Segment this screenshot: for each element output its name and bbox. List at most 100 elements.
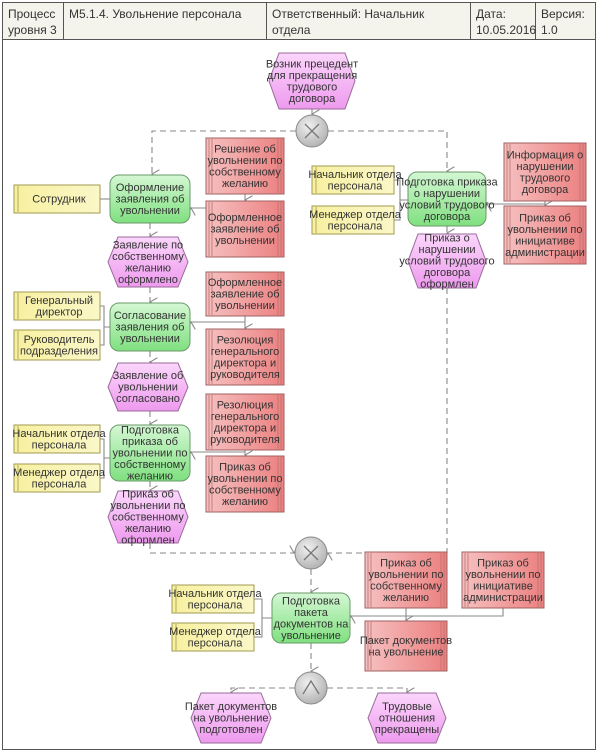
and-gateway-icon [294,671,328,705]
shape-label-line: Сотрудник [32,194,86,206]
shape-label-line: собственному [209,166,281,178]
shape-label-line: заявление об [210,289,279,301]
process-date: Дата: 10.05.2016 [471,3,536,39]
shape-label-line: увольнении по [113,448,188,460]
shape-label-line: увольнении по [111,500,186,512]
document-box [503,142,587,202]
shape-label-line: Начальник отдела [308,169,402,181]
shape-label-line: заявления об [116,322,185,334]
shape-label-line: желанию [125,523,171,535]
shape-label-line: приказа об [122,436,178,448]
shape-label-line: на увольнение [368,646,443,658]
shape-label-line: Приказ об [219,461,271,473]
shape-label-line: увольнении [120,333,180,345]
shape-label-line: собственному [209,484,281,496]
connector [328,288,448,553]
process-header: Процесс уровня 3 М5.1.4. Увольнение перс… [2,2,596,53]
shape-label-line: Пакет документов [185,701,277,713]
shape-label-line: договора [522,184,569,196]
event-hexagon [407,233,487,289]
shape-label-line: увольнении по [208,473,283,485]
shape-label-line: Приказ об [380,557,432,569]
shape-label-line: Оформленное [208,277,282,289]
shape-label-line: для прекращения [267,70,357,82]
shape-label-line: персонала [188,599,244,611]
shape-label-line: директор [36,306,83,318]
event-hexagon [107,362,189,412]
shape-label-line: Руководитель [24,334,95,346]
shape-label-line: отношения [379,713,435,725]
shape-label-line: трудового [287,81,337,93]
shape-label-line: прекращены [375,724,439,736]
shape-label-line: Решение об [214,143,276,155]
shape-label-line: инициативе [515,235,575,247]
document-box [461,551,545,609]
shape-label-line: трудового [520,172,570,184]
shape-label-line: Оформленное [208,212,282,224]
gateway-g1[interactable] [295,114,329,148]
role-r1[interactable]: Сотрудник [13,184,101,214]
document-box [503,205,587,265]
gateway-g3[interactable] [294,671,328,705]
shape-label-line: Подготовка [282,595,341,607]
shape-label-line: генерального [211,411,280,423]
shape-label-line: Возник прецедент [266,58,358,70]
role-box [311,165,395,195]
shape-label-line: Оформление [116,182,184,194]
shape-label-line: Подготовка приказа [396,176,498,188]
role-box [13,424,101,454]
shape-label-line: Заявление по [113,239,183,251]
role-box [13,463,101,493]
shape-label-line: увольнении [215,235,275,247]
shape-label-line: Начальник отдела [168,588,262,600]
shape-label-line: Приказ об [477,557,529,569]
shape-label-line: директора и [214,357,276,369]
document-box [364,551,448,609]
role-box [311,205,395,235]
shape-label-line: Приказ об [519,212,571,224]
function-box [109,424,191,482]
shape-label-line: Резолюция [217,399,274,411]
shape-label-line: Приказ о [424,233,469,245]
connector [394,179,408,221]
shape-label-line: Резолюция [217,334,274,346]
shape-label-line: увольнении по [508,224,583,236]
shape-label-line: собственному [112,512,184,524]
shape-label-line: увольнении по [208,155,283,167]
gateway-g2[interactable] [294,536,328,570]
shape-label-line: желанию [125,262,171,274]
